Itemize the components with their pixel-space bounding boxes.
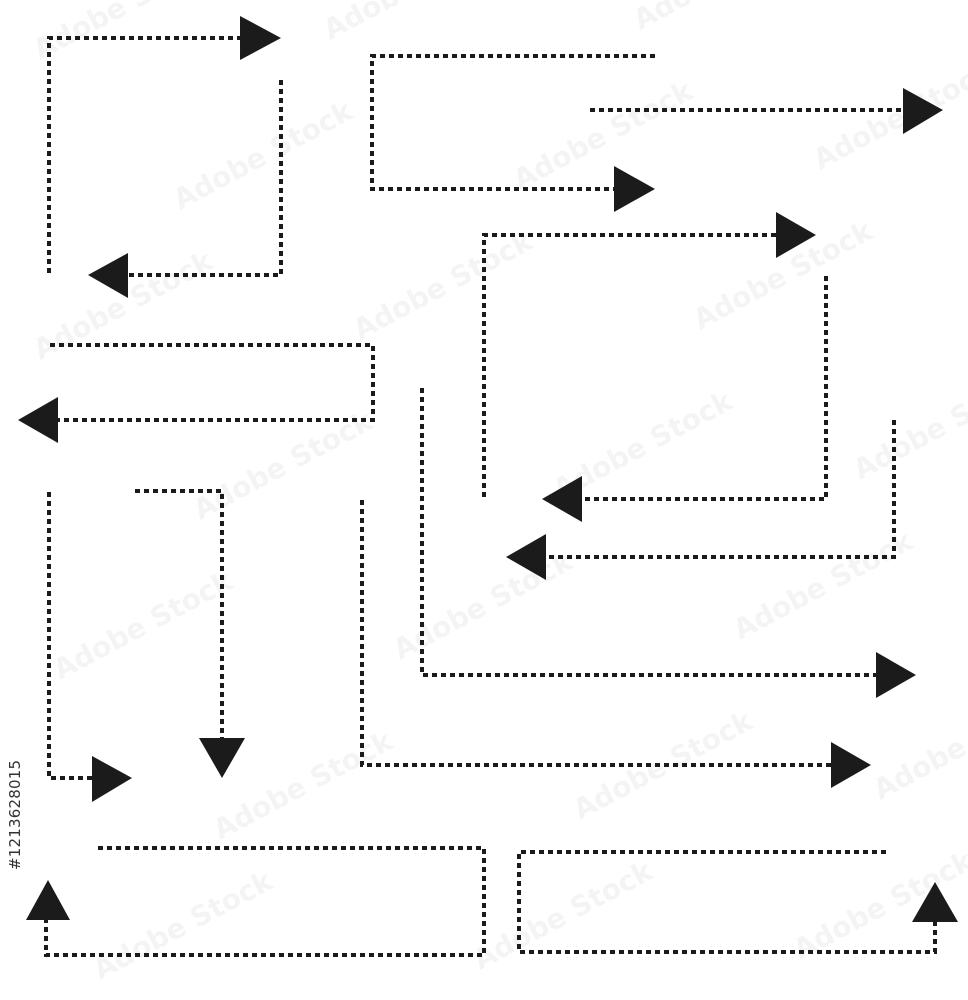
- arrow-dotted-line: [582, 276, 828, 501]
- arrowhead-right-icon: [831, 742, 871, 788]
- arrowhead-right-icon: [92, 756, 132, 802]
- arrowhead-up-icon: [912, 882, 958, 922]
- arrow-right: [360, 500, 871, 788]
- arrow-dotted-line: [546, 420, 896, 559]
- watermark-logo: Adobe Stock: [628, 0, 819, 36]
- watermark-logo: Adobe Stock: [728, 524, 919, 647]
- watermark-logo: Adobe Stock: [348, 224, 539, 347]
- arrow-up: [26, 846, 486, 957]
- arrow-down: [135, 489, 245, 778]
- arrow-left: [18, 343, 375, 443]
- arrow-dotted-line: [47, 36, 243, 273]
- arrow-dotted-line: [128, 80, 283, 277]
- arrowhead-right-icon: [240, 16, 281, 60]
- arrow-dotted-line: [482, 233, 778, 497]
- stock-id-number: 1213628015: [6, 760, 24, 858]
- arrow-right: [420, 388, 916, 698]
- arrowhead-down-icon: [199, 738, 245, 778]
- arrow-dotted-line: [47, 492, 94, 780]
- arrow-dotted-line: [44, 846, 486, 957]
- watermark-logo: Adobe Stock: [508, 74, 699, 197]
- arrowhead-left-icon: [506, 534, 546, 580]
- arrow-right: [47, 16, 281, 273]
- arrow-dotted-line: [360, 500, 833, 767]
- arrow-right: [47, 492, 132, 802]
- arrow-dotted-line: [517, 850, 937, 954]
- watermark-logo: Adobe Stock: [48, 564, 239, 687]
- watermark-logo: Adobe Stock: [388, 544, 579, 667]
- arrow-dotted-line: [50, 343, 375, 422]
- watermark-logo: Adobe Stock: [868, 684, 968, 807]
- watermark-logo: Adobe Stock: [88, 864, 279, 987]
- arrow-right: [482, 212, 816, 497]
- arrowhead-right-icon: [776, 212, 816, 258]
- arrowhead-right-icon: [876, 652, 916, 698]
- watermark-logo: Adobe Stock: [848, 364, 968, 487]
- arrow-dotted-line: [135, 489, 224, 740]
- arrow-right: [370, 54, 655, 212]
- watermark-logo: Adobe Stock: [808, 54, 968, 177]
- arrowhead-left-icon: [88, 253, 128, 298]
- watermark-logo: Adobe Stock: [468, 854, 659, 977]
- stock-id-prefix: #: [6, 857, 24, 871]
- arrowhead-up-icon: [26, 880, 70, 920]
- watermark-logo: Adobe Stock: [168, 94, 359, 217]
- arrowhead-right-icon: [903, 88, 943, 134]
- arrowhead-left-icon: [542, 476, 582, 522]
- watermark-logo: Adobe Stock: [318, 0, 509, 46]
- stock-id-text: #1213628015: [6, 760, 36, 950]
- arrow-left: [88, 80, 283, 298]
- arrow-up: [517, 850, 958, 954]
- arrowhead-right-icon: [614, 166, 655, 212]
- arrow-right: [590, 88, 943, 134]
- arrow-left: [506, 420, 896, 580]
- arrowhead-left-icon: [18, 397, 58, 443]
- watermark-logo: Adobe Stock: [28, 0, 219, 66]
- arrow-left: [542, 276, 828, 522]
